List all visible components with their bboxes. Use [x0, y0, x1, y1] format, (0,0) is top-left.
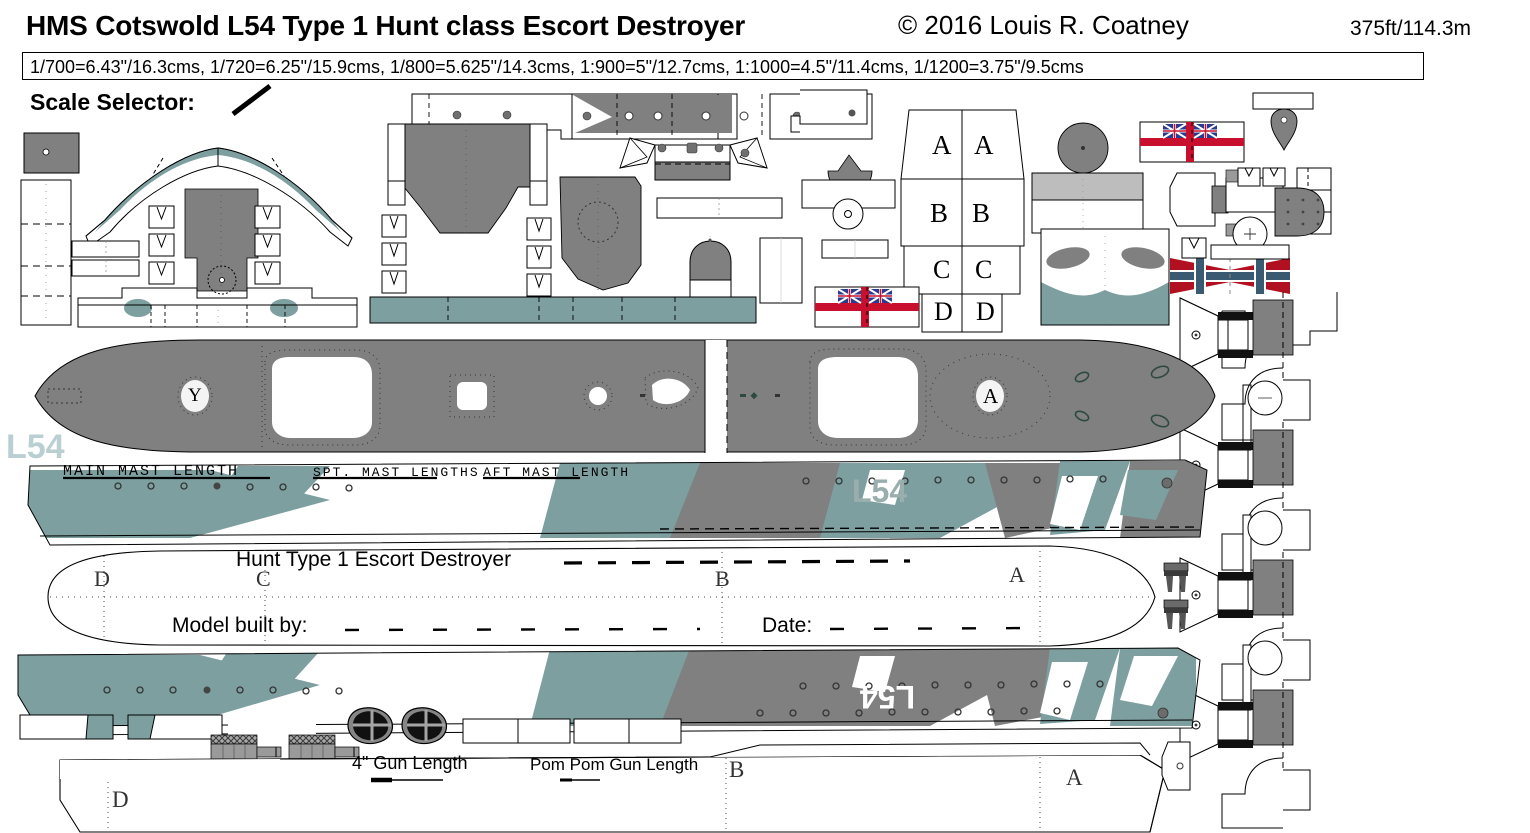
flag-white-ensign-upper — [1139, 121, 1245, 163]
scale-conversion-box — [22, 52, 1424, 80]
turret-tab-d-right: D — [976, 297, 995, 326]
turret-tab-a-left: A — [932, 130, 952, 160]
part-v-tabs-col-b — [526, 217, 552, 297]
gun-label-pompom: Pom Pom Gun Length — [530, 755, 699, 774]
page-title: HMS Cotswold L54 Type 1 Hunt class Escor… — [26, 10, 746, 41]
hull-station-a-bottom: A — [1066, 765, 1083, 790]
mast-label-main: MAIN MAST LENGTH — [63, 463, 240, 480]
part-pom-pom-rails — [462, 718, 682, 744]
hull-bottom-band — [59, 742, 1166, 833]
hull-ship-type-label: Hunt Type 1 Escort Destroyer — [236, 548, 512, 571]
part-deck-strip-teal — [369, 296, 757, 324]
part-v-tabs-col-a — [381, 214, 407, 294]
hull-builder-field: Model built by: — [172, 614, 308, 637]
hull-station-c-mid: C — [256, 566, 271, 591]
part-bollards — [1163, 562, 1189, 629]
hull-station-a-mid: A — [1009, 562, 1025, 587]
turret-tab-b-right: B — [972, 198, 991, 228]
part-l-bracket — [790, 89, 868, 133]
watermark-deck-left: L54 — [6, 428, 65, 466]
scale-selector-label: Scale Selector: — [30, 89, 195, 115]
part-deck-plate-gray-2 — [559, 176, 642, 291]
part-small-square — [23, 132, 80, 174]
mast-label-aft: AFT MAST LENGTH — [483, 465, 631, 480]
part-gun-turret-assembly-3 — [1179, 552, 1311, 711]
part-bottom-right-small — [1161, 741, 1191, 791]
turret-tab-c-right: C — [975, 255, 993, 284]
deck-mark-y: Y — [188, 385, 202, 406]
watermark-hull-upper: L54 — [852, 473, 908, 509]
hull-station-d-mid: D — [94, 566, 110, 591]
part-right-cluster-top — [1252, 92, 1314, 152]
scale-selector-slash[interactable] — [231, 84, 272, 116]
part-v-tabs-right — [254, 205, 281, 285]
part-dome-shield — [689, 236, 732, 302]
hull-deck-outline-plan — [47, 545, 1156, 647]
deck-plan-view — [34, 339, 1216, 453]
part-searchlight-dishes — [347, 707, 448, 745]
copyright-notice: © 2016 Louis R. Coatney — [898, 10, 1189, 40]
part-box-right-of-dome — [759, 237, 803, 304]
part-deck-plate-gray — [387, 123, 548, 234]
hull-date-field: Date: — [762, 614, 813, 637]
part-thin-plank — [656, 197, 783, 219]
part-gun-turret-assembly-1 — [1179, 292, 1338, 451]
part-rails-left — [71, 240, 140, 277]
part-bridge-tower — [184, 188, 259, 295]
part-v-tabs-left — [148, 205, 175, 285]
part-tall-strip-left — [20, 179, 72, 326]
ship-length-spec: 375ft/114.3m — [1350, 17, 1472, 40]
part-bridge-front-arch — [85, 147, 353, 247]
hull-side-view-upper — [27, 459, 1208, 546]
watermark-hull-lower: L54 — [860, 679, 916, 715]
part-bridge-platform — [619, 137, 768, 181]
turret-tab-b-left: B — [930, 198, 949, 228]
part-bow-end-panel — [1040, 228, 1170, 326]
part-gun-turret-assembly-4 — [1179, 682, 1311, 829]
flag-norwegian — [1170, 258, 1290, 294]
part-right-cluster-mid — [1169, 167, 1332, 260]
gun-label-4inch: 4" Gun Length — [352, 753, 468, 773]
scale-conversion-text: 1/700=6.43"/16.3cms, 1/720=6.25"/15.9cms… — [30, 57, 1084, 77]
mast-label-spt: SPT. MAST LENGTHS — [313, 465, 480, 480]
hull-station-b-bottom: B — [729, 757, 745, 782]
hull-side-view-lower — [17, 647, 1201, 736]
part-lower-white-strips — [19, 714, 316, 740]
flag-white-ensign-lower — [814, 286, 920, 328]
turret-tab-a-right: A — [974, 130, 994, 160]
part-circle-and-bar — [1031, 122, 1144, 234]
turret-tab-d-left: D — [934, 297, 953, 326]
part-notched-disc — [801, 154, 896, 259]
part-turret-tabs — [900, 109, 1025, 333]
turret-tab-c-left: C — [933, 255, 951, 284]
hull-station-d-bottom: D — [112, 787, 129, 812]
deck-mark-a: A — [983, 384, 999, 408]
part-lower-deckhouse — [77, 287, 358, 328]
hull-station-b-mid: B — [715, 566, 730, 591]
